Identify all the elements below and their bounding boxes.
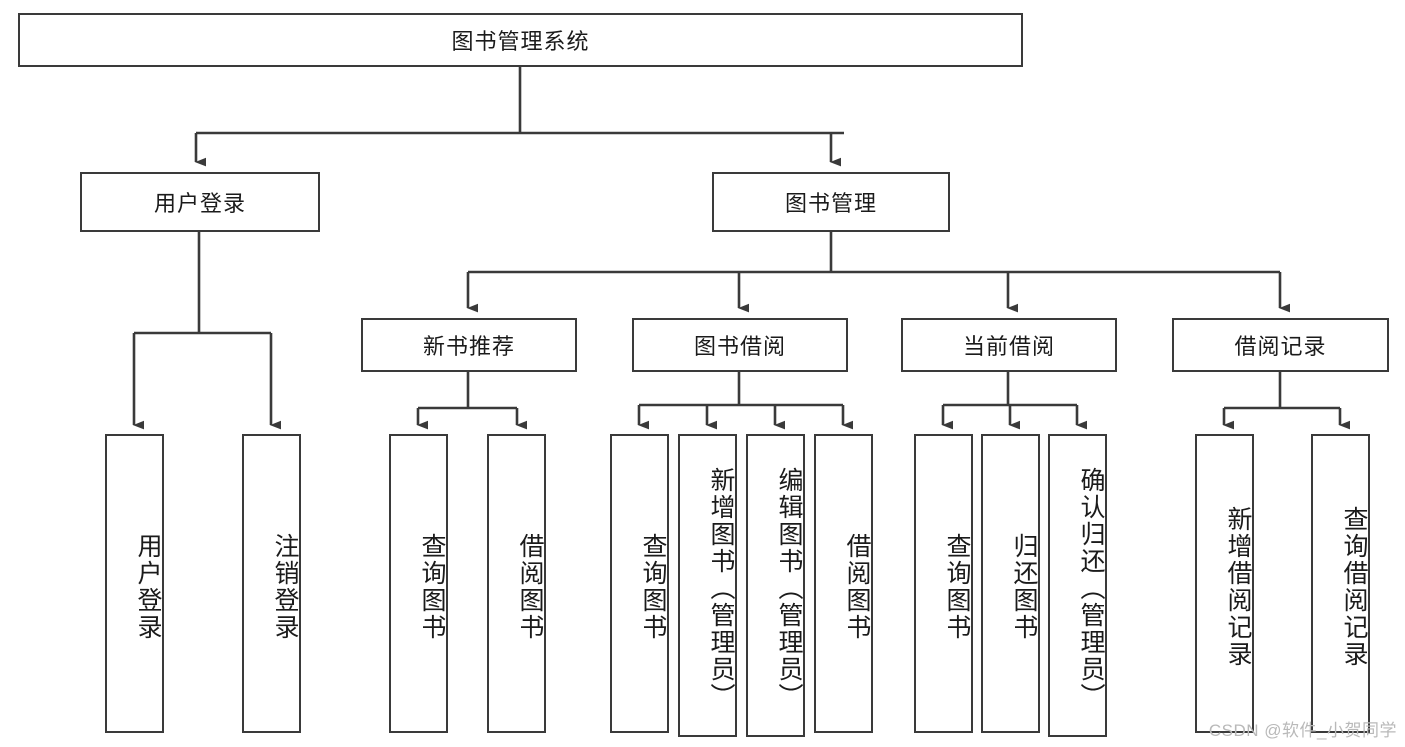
leaf-query-book-2-label: 查询图书 <box>639 532 667 641</box>
node-book-borrow-label: 图书借阅 <box>693 334 786 359</box>
node-borrow-record-label: 借阅记录 <box>1234 334 1327 359</box>
leaf-query-book-3-label: 查询图书 <box>943 532 971 641</box>
node-user-login[interactable]: 用户登录 <box>80 172 320 232</box>
leaf-edit-book-label: 编辑图书（管理员） <box>775 467 803 710</box>
leaf-query-book-3[interactable]: 查询图书 <box>914 434 973 733</box>
leaf-borrow-book-1[interactable]: 借阅图书 <box>487 434 546 733</box>
leaf-add-record-label: 新增借阅记录 <box>1224 505 1252 668</box>
leaf-return-book[interactable]: 归还图书 <box>981 434 1040 733</box>
leaf-add-book[interactable]: 新增图书（管理员） <box>678 434 737 737</box>
node-user-login-label: 用户登录 <box>153 191 246 216</box>
leaf-add-book-label: 新增图书（管理员） <box>707 467 735 710</box>
leaf-query-book-1[interactable]: 查询图书 <box>389 434 448 733</box>
leaf-logout-login-label: 注销登录 <box>271 532 299 641</box>
node-current-borrow[interactable]: 当前借阅 <box>901 318 1117 372</box>
leaf-query-record[interactable]: 查询借阅记录 <box>1311 434 1370 733</box>
leaf-user-login[interactable]: 用户登录 <box>105 434 164 733</box>
leaf-borrow-book-1-label: 借阅图书 <box>516 532 544 641</box>
node-root-label: 图书管理系统 <box>451 29 590 54</box>
node-new-book-recommend[interactable]: 新书推荐 <box>361 318 577 372</box>
leaf-confirm-return-label: 确认归还（管理员） <box>1077 467 1105 710</box>
leaf-borrow-book-2-label: 借阅图书 <box>843 532 871 641</box>
node-new-book-recommend-label: 新书推荐 <box>422 334 515 359</box>
node-book-manage-label: 图书管理 <box>784 191 877 216</box>
node-current-borrow-label: 当前借阅 <box>962 334 1055 359</box>
node-borrow-record[interactable]: 借阅记录 <box>1172 318 1389 372</box>
leaf-query-record-label: 查询借阅记录 <box>1340 505 1368 668</box>
leaf-add-record[interactable]: 新增借阅记录 <box>1195 434 1254 733</box>
node-book-manage[interactable]: 图书管理 <box>712 172 950 232</box>
node-root[interactable]: 图书管理系统 <box>18 13 1023 67</box>
leaf-query-book-1-label: 查询图书 <box>418 532 446 641</box>
leaf-user-login-label: 用户登录 <box>134 532 162 641</box>
leaf-query-book-2[interactable]: 查询图书 <box>610 434 669 733</box>
leaf-return-book-label: 归还图书 <box>1010 532 1038 641</box>
node-book-borrow[interactable]: 图书借阅 <box>632 318 848 372</box>
leaf-logout-login[interactable]: 注销登录 <box>242 434 301 733</box>
leaf-borrow-book-2[interactable]: 借阅图书 <box>814 434 873 733</box>
leaf-edit-book[interactable]: 编辑图书（管理员） <box>746 434 805 737</box>
leaf-confirm-return[interactable]: 确认归还（管理员） <box>1048 434 1107 737</box>
